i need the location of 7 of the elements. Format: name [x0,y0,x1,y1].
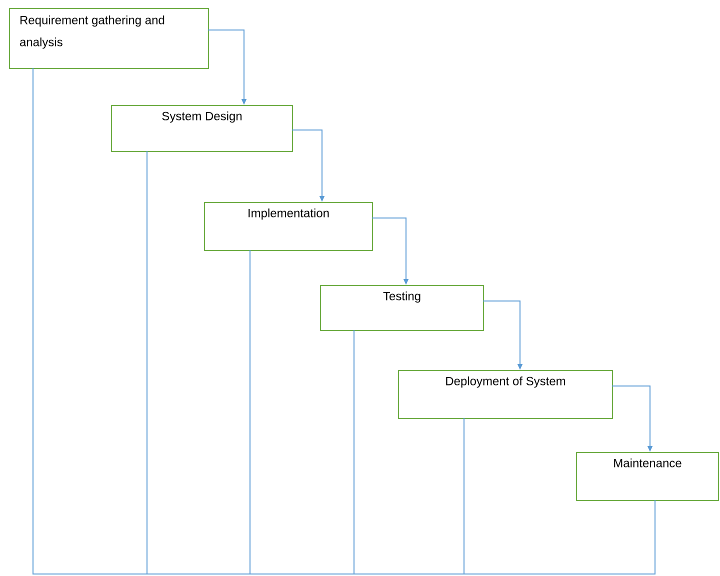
process-box: Implementation [204,202,373,251]
process-box: Deployment of System [398,370,613,419]
process-box: System Design [111,105,293,152]
feedback-line [32,68,656,574]
process-box: Testing [320,285,484,331]
process-box: Requirement gathering and analysis [9,8,209,69]
process-box: Maintenance [576,452,719,501]
